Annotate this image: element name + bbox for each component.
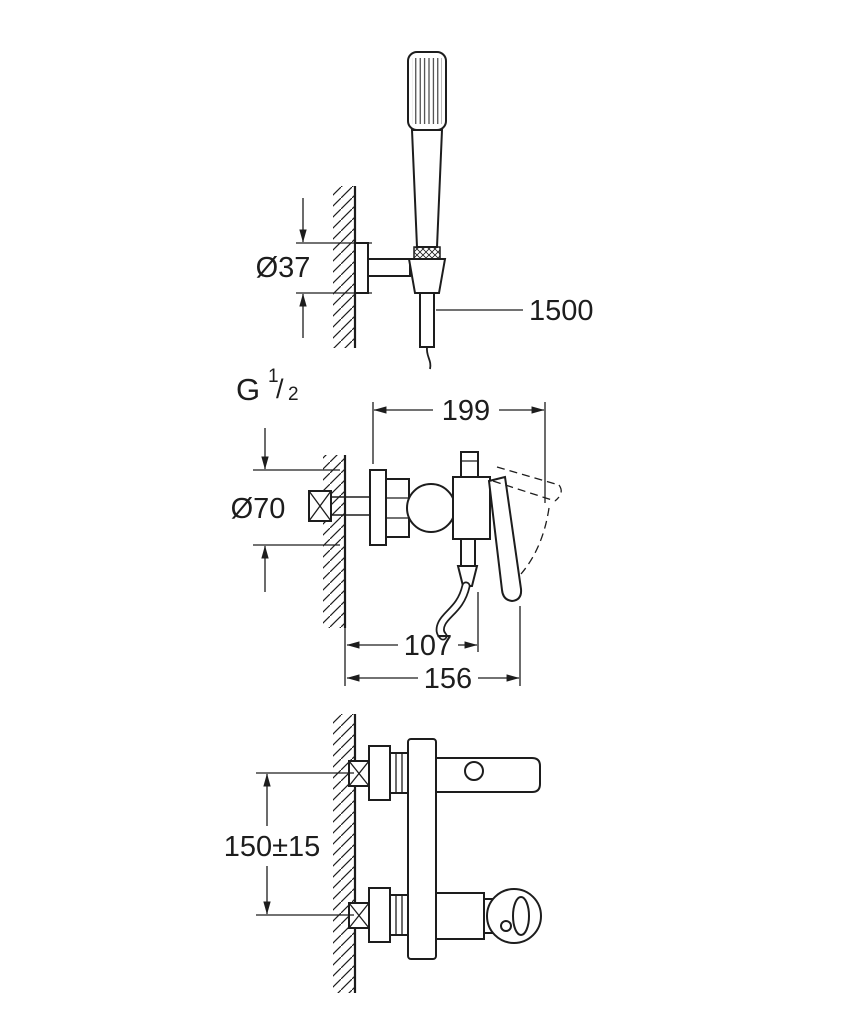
- dimension-depth-handle: 156: [346, 606, 521, 695]
- wall-hatching-middle: [323, 455, 345, 628]
- diverter-button: [464, 761, 484, 781]
- dimension-projection: 199: [372, 395, 546, 503]
- wall-bracket: [354, 242, 411, 294]
- wall-section-bottom: [333, 714, 357, 993]
- bracket-wall-plate: [354, 242, 369, 294]
- dimension-connection-distance: 150±15: [224, 772, 354, 916]
- thread-cross-line: [348, 902, 370, 929]
- wall-hatching-top: [333, 186, 355, 348]
- thread-cross-line: [348, 760, 370, 787]
- side-view-faucet: [308, 451, 562, 641]
- top-union-nut: [389, 752, 409, 794]
- dim-label-escutcheon-diameter: Ø70: [231, 493, 286, 525]
- top-escutcheon: [368, 745, 391, 801]
- diverter-stub: [460, 451, 479, 478]
- thread-label-denominator: 2: [288, 384, 299, 405]
- mixer-body-side: [452, 476, 491, 540]
- spout: [435, 757, 541, 793]
- wall-hatching-bottom: [333, 714, 355, 993]
- escutcheon-side: [369, 469, 387, 546]
- ball-joint: [406, 483, 456, 533]
- dim-label-projection: 199: [442, 395, 490, 427]
- bottom-escutcheon: [368, 887, 391, 943]
- holder-cup: [407, 258, 447, 294]
- lever-handle-side: [487, 475, 523, 603]
- bracket-arm: [367, 258, 411, 277]
- side-view: G 1 / 2: [231, 366, 562, 695]
- hose-inner: [437, 583, 469, 639]
- dim-label-holder-diameter: Ø37: [256, 252, 311, 284]
- hose-curve: [426, 346, 432, 370]
- thread-cross-line: [308, 490, 332, 522]
- wall-section-top: [333, 186, 357, 348]
- body-column: [407, 738, 437, 960]
- thread-size-label: G 1 / 2: [236, 366, 299, 407]
- dimension-hose-length: 1500: [436, 295, 594, 327]
- lever-phantom-tip: [554, 484, 562, 502]
- shower-grip-knurl: [412, 58, 442, 124]
- hose-connector-pipe: [419, 292, 435, 348]
- hose-nipple: [456, 565, 479, 587]
- shower-knurl-ring: [413, 246, 441, 260]
- dimension-depth-hose-outlet: 107: [344, 592, 479, 686]
- knob-detail: [500, 920, 512, 932]
- dimension-holder-diameter: Ø37: [256, 198, 372, 338]
- dim-label-hose-length: 1500: [529, 295, 594, 327]
- cartridge-housing: [435, 892, 485, 940]
- lever-phantom-line: [496, 466, 560, 486]
- dim-label-connection-distance: 150±15: [224, 831, 321, 863]
- shower-neck: [410, 129, 444, 248]
- dim-label-depth-hose-outlet: 107: [404, 630, 452, 662]
- bottom-union-nut: [389, 894, 409, 936]
- knob-grip-face: [512, 896, 530, 936]
- lever-rotation-arc: [520, 507, 550, 575]
- shower-hose-top: [419, 292, 435, 370]
- dim-label-depth-handle: 156: [424, 663, 472, 695]
- thread-label-numerator: 1: [268, 366, 279, 387]
- union-nut-side: [385, 478, 410, 538]
- dimension-escutcheon-diameter: Ø70: [231, 428, 340, 592]
- thread-label-g: G: [236, 372, 260, 407]
- wall-section-middle: [323, 455, 347, 628]
- top-view: Ø37 1500: [256, 51, 594, 370]
- front-view-faucet: [348, 738, 542, 960]
- thread-label-slash: /: [276, 374, 284, 404]
- hand-shower: [407, 51, 447, 294]
- outlet-stub: [460, 538, 476, 567]
- front-view: 150±15: [224, 714, 542, 993]
